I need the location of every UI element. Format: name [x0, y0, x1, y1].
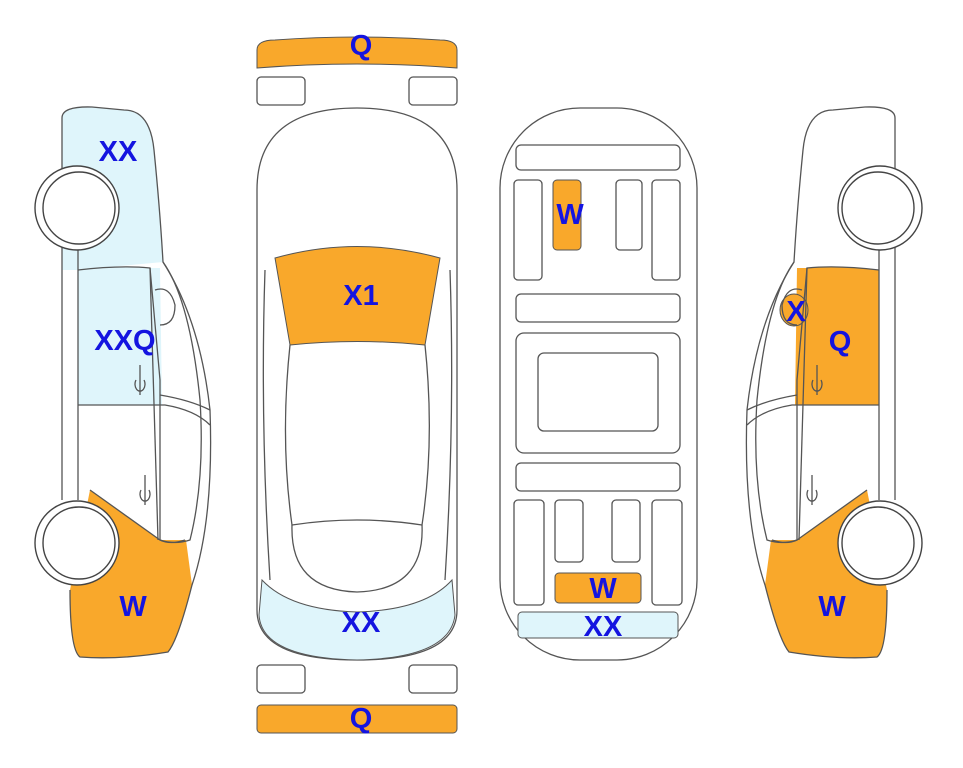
zone-mirror-right[interactable] [779, 293, 809, 327]
damage-label: W [556, 199, 584, 231]
zone-windshield[interactable] [274, 246, 441, 346]
zone-underside-rear-bumper[interactable] [517, 611, 679, 639]
damage-label: XX [342, 607, 381, 639]
damage-label: Q [829, 326, 852, 358]
damage-label: XXQ [94, 325, 155, 357]
zone-front-bumper-top[interactable] [256, 36, 458, 69]
top-view [256, 36, 458, 734]
zone-underside-rear[interactable] [554, 572, 642, 604]
damage-label: X1 [343, 280, 378, 312]
damage-label: X [786, 296, 806, 328]
zone-rear-bumper-top[interactable] [256, 704, 458, 734]
damage-label: Q [350, 703, 373, 735]
zone-rear-window[interactable] [258, 578, 456, 661]
right-side-view [745, 106, 923, 659]
damage-label: W [818, 591, 846, 623]
damage-label: Q [350, 30, 373, 62]
underside-view [499, 107, 698, 661]
damage-label: W [589, 573, 617, 605]
damage-label: XX [99, 136, 138, 168]
zone-door-right[interactable] [795, 266, 879, 405]
zone-rear-door-left[interactable] [78, 266, 162, 405]
zone-underside-front[interactable] [552, 179, 582, 251]
damage-label: W [119, 591, 147, 623]
damage-label: XX [584, 611, 623, 643]
left-side-view [34, 106, 212, 659]
